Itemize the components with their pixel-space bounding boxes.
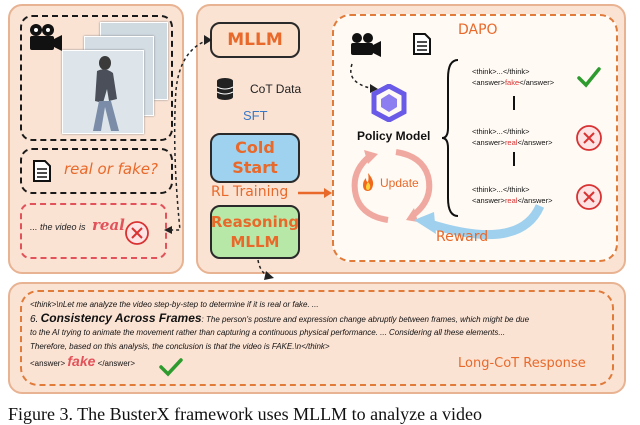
- cold-start-label-1: Cold: [235, 138, 275, 157]
- longcot-answer-value: fake: [67, 353, 96, 369]
- figure-caption: Figure 3. The BusterX framework uses MLL…: [8, 404, 483, 424]
- response-bracket: [441, 59, 459, 217]
- dapo-title: DAPO: [458, 22, 498, 38]
- cot-data-label: CoT Data: [250, 82, 302, 96]
- response-1-answer: fake: [504, 78, 520, 87]
- document-icon: [33, 160, 51, 182]
- reasoning-to-output-arrow: [257, 259, 274, 280]
- cross-icon: [576, 125, 602, 151]
- person-figure: [93, 56, 119, 131]
- update-label: Update: [380, 176, 419, 190]
- longcot-answer-close: </answer>: [97, 359, 135, 368]
- cold-start-label-2: Start: [232, 158, 278, 177]
- sft-label: SFT: [243, 108, 268, 123]
- longcot-dashed: [20, 290, 614, 386]
- longcot-line-4: Therefore, based on this analysis, the c…: [30, 341, 330, 351]
- cold-start-box: Cold Start: [210, 133, 300, 183]
- longcot-panel: [8, 282, 626, 394]
- database-icon: [216, 78, 234, 100]
- response-1: <think>...</think> <answer>fake</answer>: [472, 66, 554, 88]
- mllm-box: MLLM: [210, 22, 300, 58]
- cross-icon: [125, 221, 149, 245]
- reasoning-mllm-box: Reasoning MLLM: [210, 205, 300, 259]
- response-2: <think>...</think> <answer>real</answer>: [472, 126, 552, 148]
- reward-label: Reward: [436, 229, 489, 245]
- response-3: <think>...</think> <answer>real</answer>: [472, 184, 552, 206]
- input-to-policy-arrow: [350, 63, 378, 93]
- answer-value: real: [92, 216, 125, 234]
- longcot-answer-open: <answer>: [30, 359, 66, 368]
- checkmark-icon: [159, 358, 183, 377]
- rl-arrow: [298, 188, 332, 198]
- longcot-line-1: <think>\nLet me analyze the video step-b…: [30, 300, 319, 309]
- response-1-think: <think>...</think>: [472, 67, 530, 76]
- policy-logo-icon: [371, 84, 407, 122]
- longcot-line-2-rest: : The person's posture and expression ch…: [201, 314, 530, 324]
- question-box: [20, 148, 173, 194]
- question-text: real or fake?: [64, 160, 158, 178]
- longcot-answer: <answer> fake </answer>: [30, 353, 600, 371]
- checkmark-icon: [577, 67, 601, 88]
- answer-prefix: ... the video is: [30, 222, 86, 232]
- longcot-step-number: 6.: [30, 313, 39, 325]
- reward-arrow: [414, 203, 545, 239]
- cross-icon: [576, 184, 602, 210]
- vertical-dots-2: [513, 152, 515, 166]
- video-frame-front: [62, 50, 144, 134]
- response-3-think: <think>...</think>: [472, 185, 530, 194]
- dashed-connector: [164, 35, 212, 234]
- policy-model-label: Policy Model: [357, 129, 431, 143]
- video-camera-icon: [30, 24, 62, 51]
- response-2-think: <think>...</think>: [472, 127, 530, 136]
- response-2-open: <answer>: [472, 138, 505, 147]
- reasoning-label-2: MLLM: [230, 233, 280, 251]
- longcot-text: <think>\nLet me analyze the video step-b…: [30, 298, 600, 371]
- longcot-label: Long-CoT Response: [458, 356, 586, 371]
- video-camera-icon: [351, 33, 381, 57]
- longcot-heading: Consistency Across Frames: [40, 310, 202, 325]
- response-1-close: </answer>: [519, 78, 555, 87]
- response-3-close: </answer>: [517, 196, 553, 205]
- video-input-box: [20, 15, 173, 141]
- vertical-dots-1: [513, 96, 515, 110]
- longcot-line-3: to the AI trying to animate the movement…: [30, 328, 506, 337]
- fire-icon: [363, 173, 374, 191]
- response-3-answer: real: [504, 196, 518, 205]
- response-1-open: <answer>: [472, 78, 505, 87]
- response-2-close: </answer>: [517, 138, 553, 147]
- mllm-label: MLLM: [227, 30, 283, 50]
- reasoning-label-1: Reasoning: [210, 213, 300, 231]
- document-icon: [413, 33, 431, 55]
- longcot-line-2: 6. Consistency Across Frames: The person…: [30, 310, 600, 327]
- rl-training-label: RL Training: [211, 184, 289, 200]
- response-2-answer: real: [504, 138, 518, 147]
- response-3-open: <answer>: [472, 196, 505, 205]
- update-cycle: [351, 149, 433, 223]
